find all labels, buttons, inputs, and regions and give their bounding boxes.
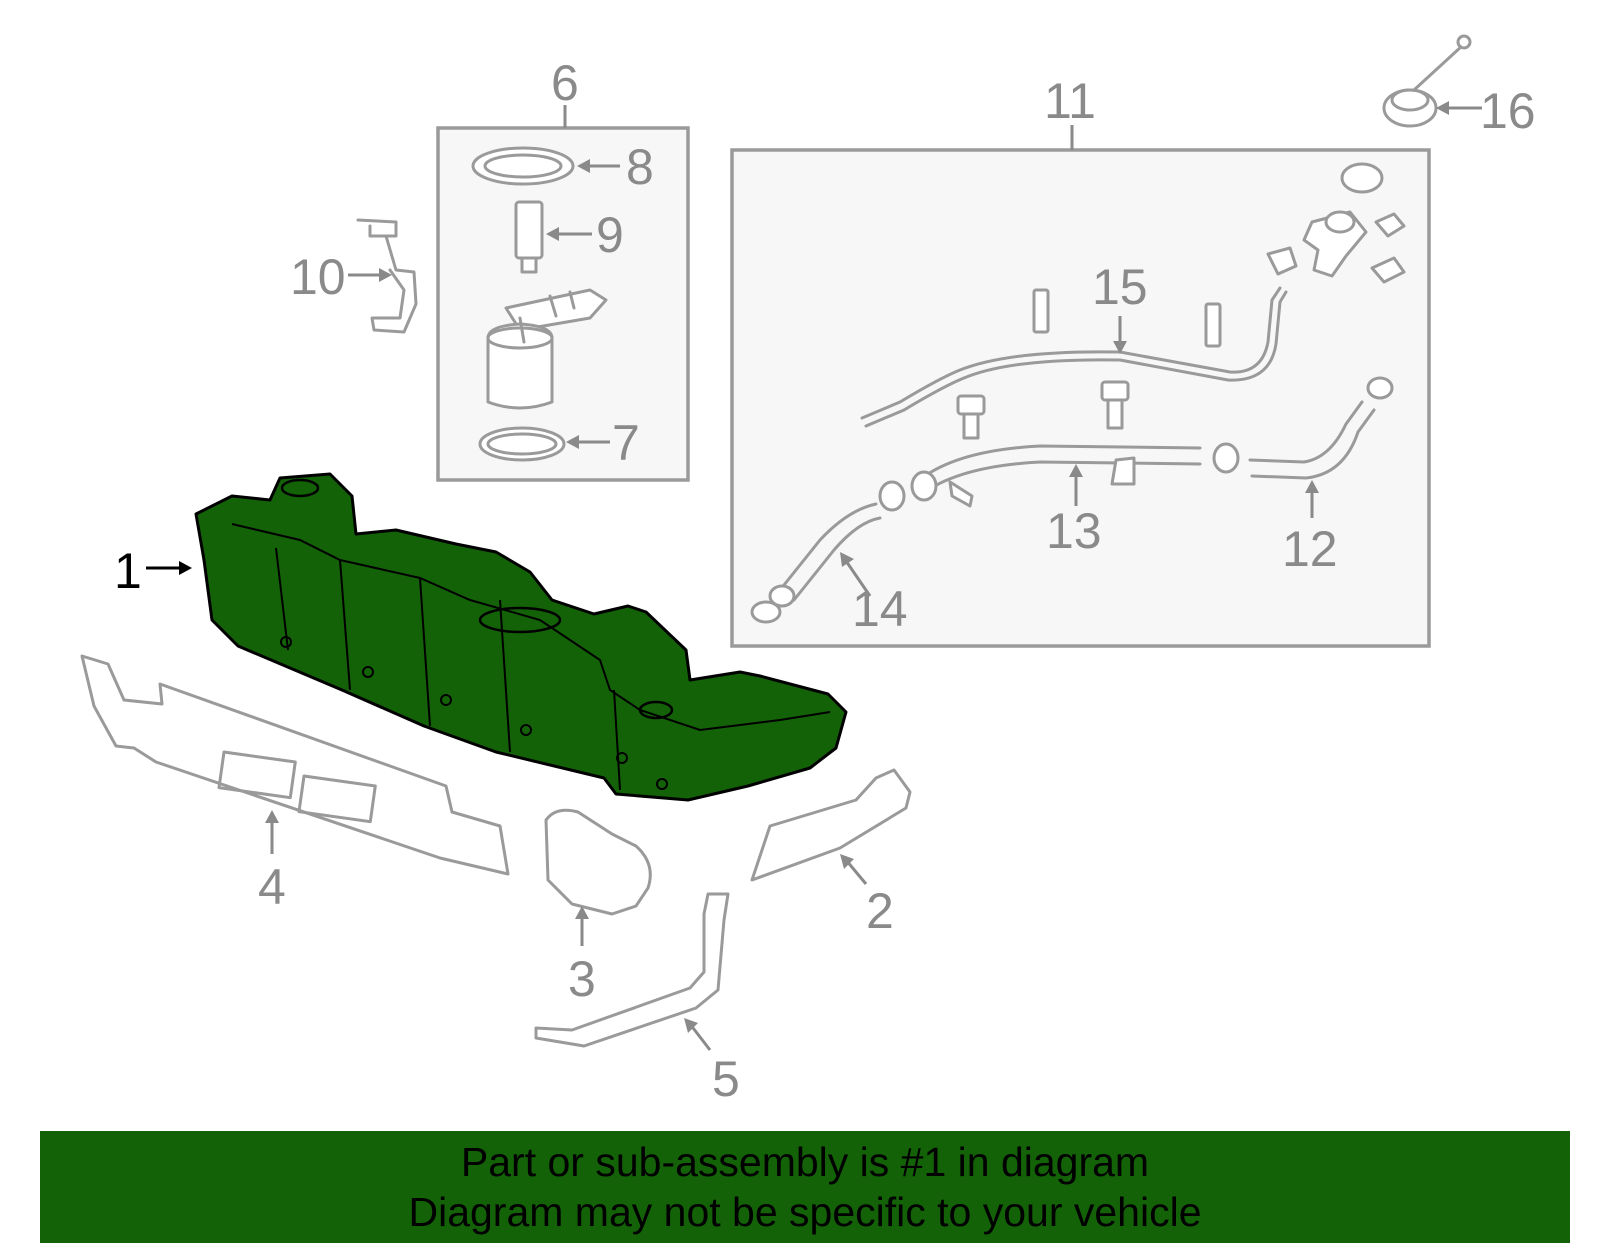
heat-shield-part[interactable] bbox=[80, 654, 510, 876]
callout-11: 11 bbox=[1044, 73, 1096, 129]
tank-bracket-part[interactable] bbox=[750, 768, 912, 882]
callout-7: 7 bbox=[612, 415, 640, 471]
filler-pipe-part[interactable] bbox=[878, 442, 1240, 512]
hose-upper-part[interactable] bbox=[1248, 376, 1394, 480]
vent-tube-part[interactable] bbox=[860, 286, 1288, 428]
callout-13: 13 bbox=[1046, 503, 1102, 559]
callout-3: 3 bbox=[568, 951, 596, 1007]
callout-8: 8 bbox=[626, 139, 654, 195]
lock-ring-part[interactable] bbox=[471, 146, 575, 186]
banner-line-1: Part or sub-assembly is #1 in diagram bbox=[460, 1139, 1150, 1185]
callout-6: 6 bbox=[551, 55, 579, 111]
callout-2: 2 bbox=[866, 883, 894, 939]
callout-16: 16 bbox=[1480, 83, 1536, 139]
bolt-part[interactable] bbox=[956, 380, 1130, 440]
callout-4: 4 bbox=[258, 859, 286, 915]
callout-10: 10 bbox=[290, 249, 346, 305]
filler-neck-housing-part[interactable] bbox=[1266, 162, 1406, 284]
callout-9: 9 bbox=[596, 207, 624, 263]
o-ring-part[interactable] bbox=[478, 426, 566, 462]
shield-plate-part[interactable] bbox=[544, 808, 652, 916]
tank-strap-part[interactable] bbox=[534, 892, 730, 1048]
fuel-cap-part[interactable] bbox=[1382, 34, 1472, 128]
banner-line-2: Diagram may not be specific to your vehi… bbox=[408, 1189, 1202, 1235]
callout-5: 5 bbox=[712, 1051, 740, 1107]
callout-15: 15 bbox=[1092, 259, 1148, 315]
callout-12: 12 bbox=[1282, 521, 1338, 577]
callout-14: 14 bbox=[852, 581, 908, 637]
highlight-banner: Part or sub-assembly is #1 in diagram Di… bbox=[40, 1131, 1570, 1243]
fuel-pump-module-part[interactable] bbox=[486, 288, 608, 410]
sensor-bracket-part[interactable] bbox=[356, 218, 418, 334]
callout-1: 1 bbox=[114, 543, 142, 599]
fuel-tank-part[interactable] bbox=[194, 472, 848, 802]
hose-lower-part[interactable] bbox=[750, 502, 882, 624]
sender-part[interactable] bbox=[514, 200, 544, 274]
